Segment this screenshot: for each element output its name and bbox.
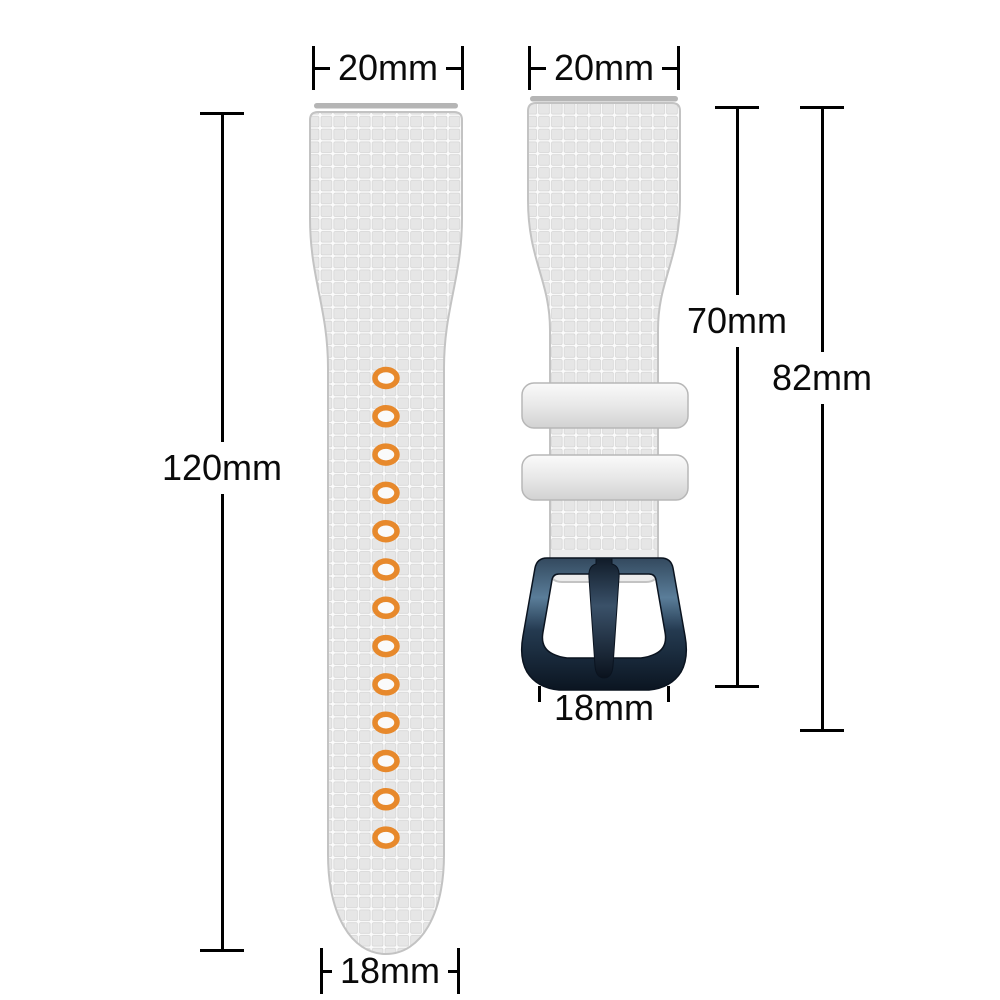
dim-tick <box>677 46 680 90</box>
dim-line <box>220 115 224 443</box>
dim-tick <box>715 685 759 688</box>
spring-bar-right-icon <box>530 96 678 102</box>
dim-tick <box>800 106 844 109</box>
strap-left-outline <box>309 111 463 956</box>
strap-hole <box>372 826 400 849</box>
keeper-loop-2 <box>521 454 689 501</box>
dim-label: 120mm <box>161 447 283 489</box>
dim-strap-right-length: 70mm <box>687 106 787 688</box>
dim-strap-right-total-length: 82mm <box>772 106 872 732</box>
dim-line <box>735 109 739 295</box>
dim-line <box>820 109 824 353</box>
strap-hole <box>372 711 400 734</box>
spring-bar-left-icon <box>314 103 458 109</box>
strap-hole <box>372 788 400 811</box>
strap-hole <box>372 596 400 620</box>
strap-left <box>309 103 463 956</box>
strap-hole <box>372 673 400 696</box>
dim-tick <box>312 46 315 90</box>
dim-line <box>446 66 461 70</box>
dim-label: 82mm <box>771 357 873 399</box>
strap-hole <box>372 481 400 505</box>
dim-tick <box>538 686 541 702</box>
dim-tick <box>528 46 531 90</box>
dim-label: 20mm <box>337 47 439 88</box>
dim-tick <box>461 46 464 90</box>
dim-label: 18mm <box>339 950 441 991</box>
strap-hole <box>372 405 400 428</box>
dim-label: 70mm <box>686 299 788 341</box>
dim-tick <box>800 729 844 732</box>
dim-tick <box>715 106 759 109</box>
dim-label: 20mm <box>553 47 655 88</box>
dim-line <box>820 404 824 729</box>
dim-strap-right-top-width: 20mm <box>528 46 680 90</box>
dim-strap-left-bottom-width: 18mm <box>320 948 460 994</box>
keeper-loop-1 <box>521 382 689 429</box>
strap-hole <box>372 558 400 581</box>
dim-tick <box>667 686 670 702</box>
dim-line <box>531 66 546 70</box>
dim-tick <box>457 948 460 994</box>
dim-line <box>448 969 457 973</box>
dim-tick <box>200 949 244 952</box>
dim-strap-left-top-width: 20mm <box>312 46 464 90</box>
dim-line <box>662 66 677 70</box>
strap-hole <box>372 519 400 543</box>
strap-right <box>520 96 689 691</box>
dim-line <box>315 66 330 70</box>
strap-hole <box>372 634 400 658</box>
strap-holes <box>372 366 400 849</box>
strap-hole <box>372 443 400 466</box>
strap-hole <box>372 366 400 390</box>
dim-line <box>220 494 224 949</box>
dim-tick <box>200 112 244 115</box>
dim-label: 18mm <box>553 687 655 728</box>
dim-tick <box>320 948 323 994</box>
dim-line <box>323 969 332 973</box>
strap-hole <box>372 749 400 773</box>
dim-line <box>735 346 739 685</box>
buckle-prong <box>588 557 620 679</box>
dim-strap-left-length: 120mm <box>162 112 282 952</box>
dim-buckle-width: 18mm <box>538 686 670 726</box>
